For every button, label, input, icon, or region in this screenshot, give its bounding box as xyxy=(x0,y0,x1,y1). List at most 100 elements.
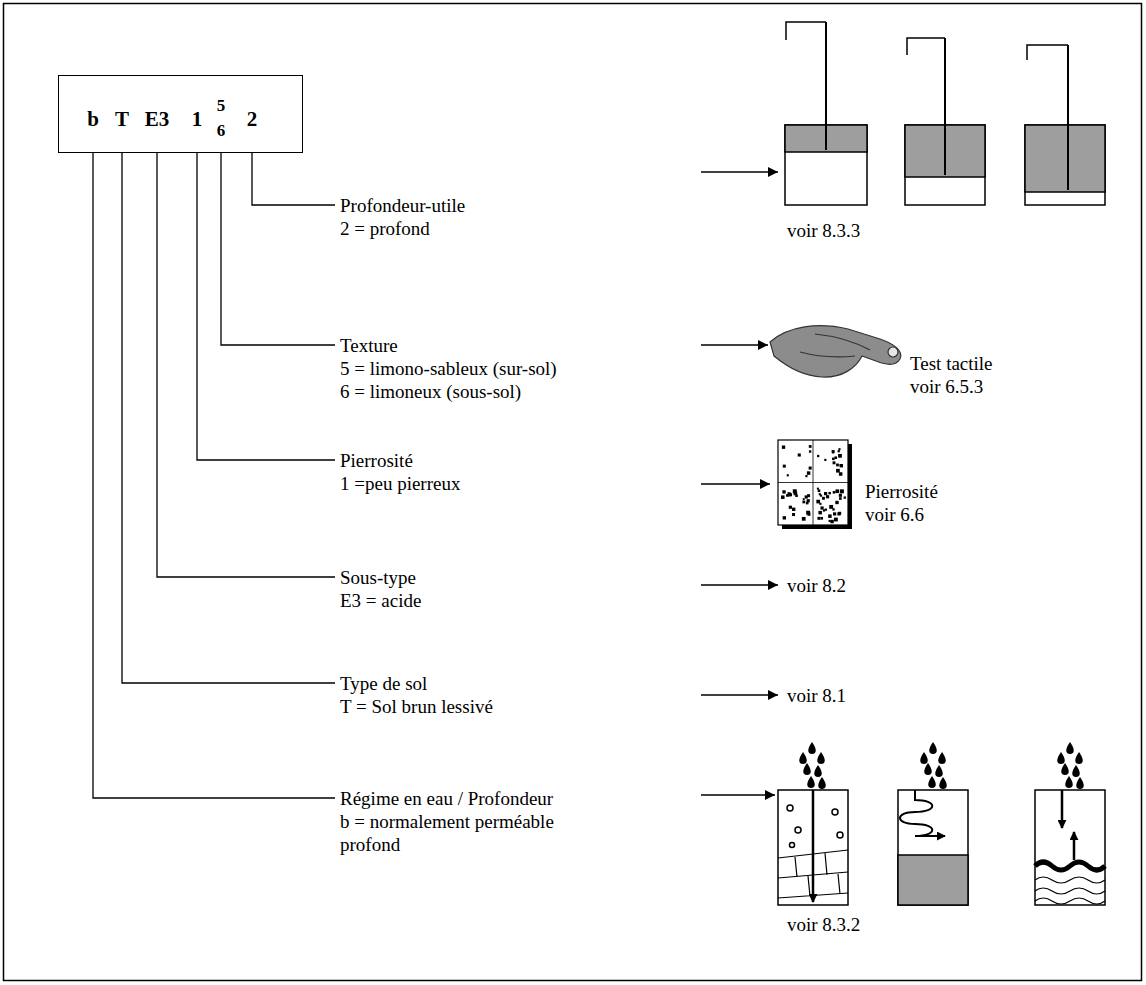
reference-arrow xyxy=(701,794,775,796)
stoniness-card xyxy=(809,450,811,452)
stoniness-card xyxy=(809,467,812,470)
stoniness-card xyxy=(838,448,840,450)
stoniness-card xyxy=(824,459,826,461)
reference-text: Test tactile xyxy=(910,352,1049,375)
reference-block: voir 8.3.2 xyxy=(775,735,1121,945)
water-regime-icon xyxy=(938,752,946,764)
stoniness-card xyxy=(832,450,835,453)
stoniness-card xyxy=(836,464,839,467)
water-regime-icon xyxy=(790,843,795,848)
stoniness-card xyxy=(805,495,808,498)
water-regime-icon xyxy=(898,790,968,905)
water-regime-icon xyxy=(778,790,848,905)
water-regime-icon xyxy=(1035,790,1105,905)
reference-arrow xyxy=(701,694,778,696)
auger-tube xyxy=(785,22,1105,205)
reference-block: Pierrositévoir 6.6 xyxy=(770,430,976,530)
water-regime-icon xyxy=(1035,888,1105,894)
stoniness-card xyxy=(789,506,792,509)
value-text: E3 = acide xyxy=(340,589,701,612)
value-text: 6 = limoneux (sous-sol) xyxy=(340,380,701,403)
stoniness-card xyxy=(840,464,843,467)
reference-text: voir 8.1 xyxy=(787,684,894,707)
description-block: Profondeur-utile2 = profond xyxy=(335,194,701,240)
reference-text: voir 8.3.2 xyxy=(787,913,1121,936)
stoniness-card xyxy=(819,503,821,505)
stoniness-card xyxy=(787,474,789,476)
code-symbol: b xyxy=(87,109,99,130)
stoniness-card xyxy=(828,492,830,494)
water-regime-icon xyxy=(799,752,807,764)
stoniness-card xyxy=(828,514,832,518)
water-regime-icon xyxy=(807,776,815,788)
water-regime-icon xyxy=(920,752,928,764)
water-regime-icon xyxy=(799,742,1084,789)
stoniness-card xyxy=(832,451,834,453)
reference-text: voir 6.5.3 xyxy=(910,375,1049,398)
stoniness-card xyxy=(807,471,810,474)
stoniness-card xyxy=(844,496,846,498)
stoniness-card xyxy=(820,517,823,520)
water-regime-icon xyxy=(1073,832,1076,860)
hand-icon xyxy=(770,326,901,377)
stoniness-card xyxy=(834,456,837,459)
stoniness-card xyxy=(829,505,833,509)
water-regime-icon xyxy=(1072,765,1080,777)
hand-icon xyxy=(770,326,901,377)
heading-text: Pierrosité xyxy=(340,449,701,472)
stoniness-card xyxy=(782,446,785,449)
stoniness-card xyxy=(839,472,842,475)
code-symbol: 5 xyxy=(217,97,226,114)
stoniness-card xyxy=(778,440,852,529)
water-regime-icon xyxy=(939,777,947,789)
auger-tube xyxy=(1067,45,1069,190)
description-block: Pierrosité1 =peu pierreux xyxy=(335,449,701,495)
water-regime-icon xyxy=(814,765,822,777)
leader-line xyxy=(221,153,335,345)
leader-line xyxy=(197,153,335,460)
stoniness-card xyxy=(817,517,820,520)
value-text: 5 = limono-sableux (sur-sol) xyxy=(340,357,701,380)
stoniness-card xyxy=(825,509,827,511)
water-regime-icon xyxy=(1035,898,1105,904)
stoniness-card xyxy=(836,469,840,473)
stoniness-card xyxy=(826,495,829,498)
auger-tube xyxy=(786,22,826,40)
stoniness-card xyxy=(805,475,807,477)
code-symbol: E3 xyxy=(145,109,170,130)
water-regime-icon xyxy=(808,742,816,754)
stoniness-card xyxy=(840,464,843,467)
description-block: Régime en eau / Profondeurb = normalemen… xyxy=(335,787,701,856)
hand-icon xyxy=(800,352,855,357)
water-regime-icon xyxy=(1061,763,1069,775)
leader-line xyxy=(93,153,335,798)
reference-arrow xyxy=(701,344,768,346)
stoniness-card xyxy=(833,461,836,464)
stoniness-card xyxy=(840,489,844,493)
reference-text: Pierrosité xyxy=(865,480,976,503)
water-regime-icon xyxy=(1035,862,1105,870)
water-regime-icon xyxy=(1057,752,1065,764)
stoniness-card xyxy=(782,490,785,493)
code-box: bTE31562 xyxy=(58,75,303,153)
water-regime-icon xyxy=(900,790,945,836)
auger-tube xyxy=(1027,45,1068,60)
stoniness-card xyxy=(838,454,842,458)
water-regime-icon xyxy=(1065,776,1073,788)
water-regime-icon xyxy=(812,790,815,902)
water-regime-icon xyxy=(787,805,793,811)
water-regime-icon xyxy=(1061,790,1064,828)
heading-text: Texture xyxy=(340,334,701,357)
value-text: T = Sol brun lessivé xyxy=(340,695,701,718)
reference-arrow xyxy=(701,483,770,485)
auger-tube xyxy=(1025,125,1105,192)
water-regime-icon xyxy=(837,832,843,838)
stoniness-card xyxy=(792,508,795,511)
stoniness-card xyxy=(781,495,785,499)
water-regime-icon xyxy=(1075,752,1083,764)
stoniness-card xyxy=(786,494,789,497)
stoniness-card xyxy=(778,440,848,525)
description-block: Texture5 = limono-sableux (sur-sol)6 = l… xyxy=(335,334,701,403)
stoniness-card xyxy=(822,497,825,500)
stoniness-card xyxy=(783,516,786,519)
